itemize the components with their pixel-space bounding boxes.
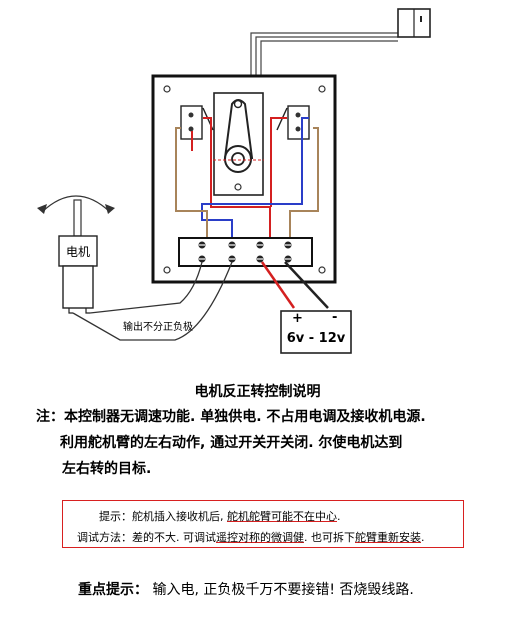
hint2-underlined-trim: 遥控对称的微调健 [216,531,304,544]
hint2-suffix: . [421,531,425,544]
battery-red-wire [260,261,296,309]
note-line-3: 左右转的目标. [62,461,152,477]
note-line-1: 注：本控制器无调速功能. 单独供电. 不占用电调及接收机电源. [36,409,426,425]
hint-line-2: 调试方法：差的不大. 可调试遥控对称的微调健. 也可拆下舵臂重新安装. [77,529,425,545]
hint2-prefix: 调试方法：差的不大. 可调试 [77,531,216,544]
output-polarity-label: 输出不分正负极 [123,320,193,333]
hint1-suffix: . [337,510,341,523]
battery-minus-sign: - [332,310,337,325]
battery: + - 6v - 12v [280,310,352,354]
signal-cable [250,32,398,78]
motor-label: 电机 [66,245,90,259]
hint2-underlined-reinstall: 舵臂重新安装 [355,531,421,544]
key-warning-label: 重点提示： [78,582,148,598]
wiring-diagram: + - 6v - 12v 电机 输出不分正负极 [37,8,431,354]
terminal-block [178,237,313,267]
hint2-middle: . 也可拆下 [304,531,355,544]
hint1-underlined: 舵机舵臂可能不在中心 [227,510,337,523]
motor: 电机 [37,195,115,314]
motor-leads [72,261,233,341]
key-warning: 重点提示： 输入电, 正负极千万不要接错! 否烧毁线路. [78,579,414,599]
right-microswitch [276,105,310,140]
servo [213,92,264,196]
page-title: 电机反正转控制说明 [194,384,321,400]
note-line-2: 利用舵机臂的左右动作, 通过开关开关闭. 尔使电机达到 [60,435,403,451]
battery-voltage-label: 6v - 12v [287,331,346,346]
battery-plus-sign: + [292,311,303,326]
hint-line-1: 提示：舵机插入接收机后, 舵机舵臂可能不在中心. [99,508,341,524]
hint-box: 提示：舵机插入接收机后, 舵机舵臂可能不在中心. 调试方法：差的不大. 可调试遥… [62,500,464,548]
battery-black-wire [284,261,329,309]
wiring-brown [175,127,319,238]
servo-connector [397,8,431,38]
key-warning-text: 输入电, 正负极千万不要接错! 否烧毁线路. [148,582,414,598]
hint1-prefix: 提示：舵机插入接收机后, [99,510,227,523]
wiring-blue [201,117,309,238]
wiring-red [191,117,287,238]
